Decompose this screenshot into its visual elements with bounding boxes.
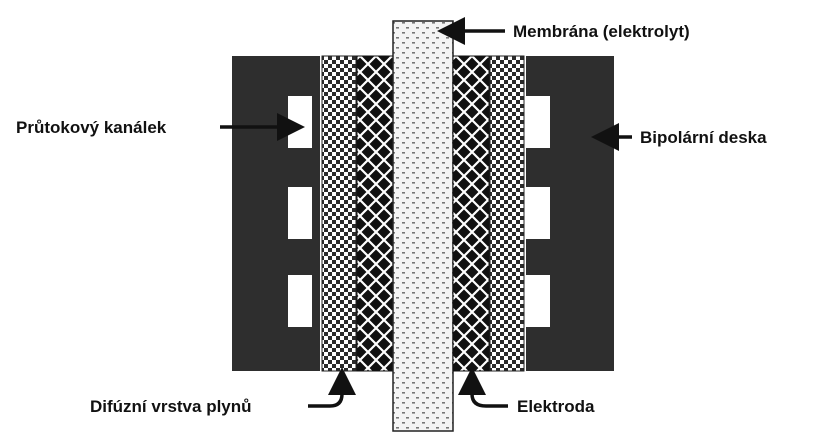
gas-diffusion-layer-arrow [308, 367, 356, 408]
right-flow-channel-3 [526, 275, 550, 327]
membrane-label: Membrána (elektrolyt) [513, 22, 690, 41]
left-flow-channel-3 [288, 275, 312, 327]
membrane [392, 20, 454, 432]
right-electrode [452, 55, 490, 372]
left-flow-channel-1 [288, 96, 312, 148]
electrode-arrow [458, 367, 508, 408]
left-flow-channel-2 [288, 187, 312, 239]
bipolar-plate-label: Bipolární deska [640, 128, 767, 147]
gas-diffusion-layer-label: Difúzní vrstva plynů [90, 397, 252, 416]
right-flow-channel-2 [526, 187, 550, 239]
right-flow-channel-1 [526, 96, 550, 148]
left-gas-diffusion-layer [321, 55, 357, 372]
electrode-label: Elektroda [517, 397, 595, 416]
left-electrode [356, 55, 394, 372]
right-gas-diffusion-layer [489, 55, 525, 372]
flow-channel-label: Průtokový kanálek [16, 118, 167, 137]
